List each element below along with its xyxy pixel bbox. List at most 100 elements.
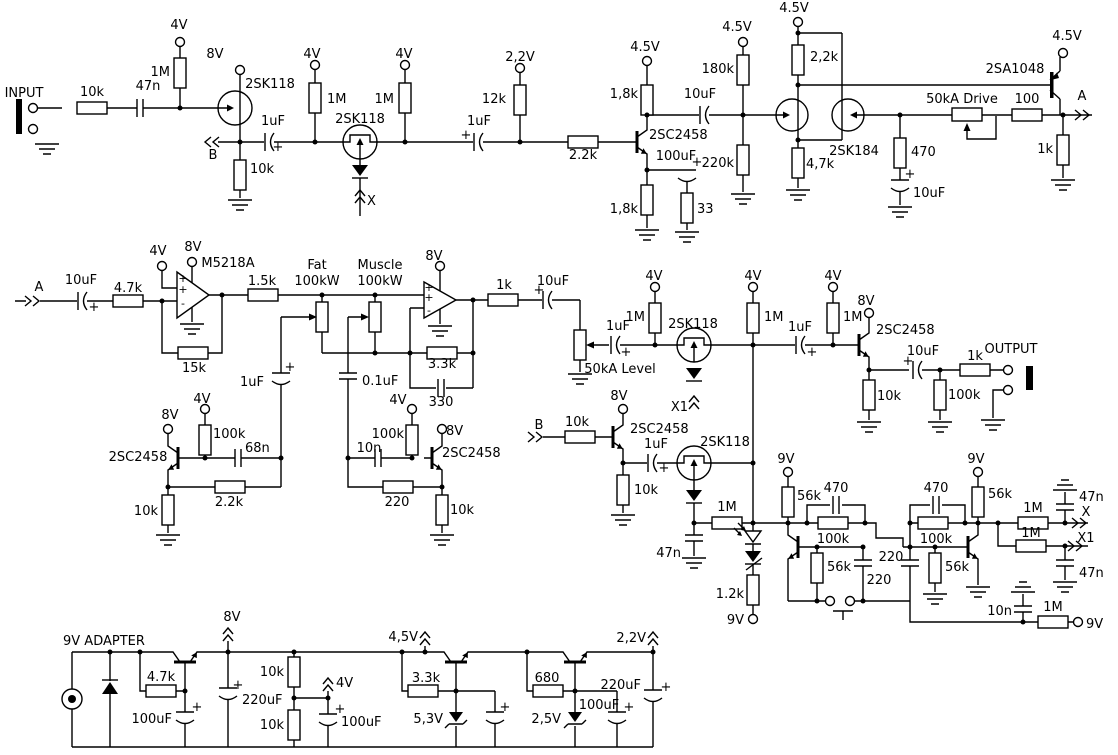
c1uf-label-4: 1uF bbox=[606, 319, 630, 334]
pot-muscle bbox=[361, 301, 382, 333]
plus-c1uf-b: + bbox=[659, 461, 670, 476]
plus-c1uf-level: + bbox=[621, 345, 632, 360]
jfet-2sk118-trem-b bbox=[676, 327, 712, 363]
cap-10uf-a bbox=[77, 291, 88, 311]
cap-470-1 bbox=[832, 495, 840, 515]
cap-47n-in bbox=[136, 98, 144, 118]
cap-470-2 bbox=[932, 495, 940, 515]
r1k-label-3: 1k bbox=[967, 349, 983, 364]
v8-label-6: 8V bbox=[857, 294, 874, 309]
diode-vactrol-lower bbox=[744, 550, 763, 571]
jfet-2sk184-right bbox=[831, 98, 865, 132]
resistor-56k-3 bbox=[928, 552, 942, 584]
c100uf-label-psu1: 100uF bbox=[131, 712, 172, 727]
npn-psu-4_5v bbox=[435, 651, 477, 671]
npn-2sc2458-fat bbox=[167, 437, 187, 479]
npn-2sc2458-top bbox=[628, 121, 648, 163]
c330-label: 330 bbox=[429, 395, 454, 410]
resistor-1m-bias2 bbox=[308, 82, 322, 114]
resistor-10k-out bbox=[862, 379, 876, 411]
r100k-label-2: 100k bbox=[372, 427, 405, 442]
resistor-1m-9v bbox=[1037, 615, 1069, 629]
r-in-label: 10k bbox=[80, 85, 105, 100]
r4_7k-label-1: 4.7k bbox=[114, 281, 143, 296]
resistor-12k bbox=[513, 84, 527, 116]
opamp2-in-minus: - bbox=[427, 304, 431, 317]
u1-label: M5218A bbox=[201, 256, 254, 271]
wires-b-branch bbox=[543, 413, 754, 615]
cap-1uf-trem bbox=[795, 335, 806, 355]
r56k-label-2: 56k bbox=[827, 560, 852, 575]
resistor-10k-fat bbox=[161, 494, 175, 526]
r100k-label-osc1: 100k bbox=[817, 532, 850, 547]
cap-1uf-2 bbox=[473, 132, 484, 152]
resistor-10k-div1 bbox=[287, 656, 301, 688]
r15k-label: 15k bbox=[182, 361, 207, 376]
v22-label-1: 2,2V bbox=[505, 50, 535, 65]
resistor-1m-trem3 bbox=[826, 302, 840, 334]
cap-10uf-1 bbox=[699, 105, 710, 125]
plus-c1uf-trem: + bbox=[807, 345, 818, 360]
resistor-1m-trem2 bbox=[746, 302, 760, 334]
net-x1-label-1: X1 bbox=[671, 400, 688, 415]
r100-label: 100 bbox=[1015, 92, 1040, 107]
net-b-label-2: B bbox=[535, 418, 544, 433]
c470-label-1: 470 bbox=[824, 481, 849, 496]
v4-label-6: 4V bbox=[389, 393, 406, 408]
diode-psu-protect bbox=[102, 679, 118, 694]
level-label: 50kA Level bbox=[584, 362, 655, 377]
v8-label-3: 8V bbox=[425, 249, 442, 264]
opamp1-vplus: + bbox=[178, 272, 187, 285]
plus-c10uf-a: + bbox=[89, 300, 100, 315]
resistor-input-10k bbox=[76, 101, 108, 115]
cap-100uf-1 bbox=[677, 169, 697, 183]
q7-label: 2SC2458 bbox=[109, 450, 168, 465]
diode-gate-a bbox=[351, 164, 369, 179]
r180k-label: 180k bbox=[702, 62, 735, 77]
resistor-2_2k-fat bbox=[214, 480, 246, 494]
resistor-10k-b bbox=[564, 430, 596, 444]
npn-2sc2458-out bbox=[850, 324, 870, 366]
r10k-label-fat: 10k bbox=[134, 504, 159, 519]
opamp2-in-plus: + bbox=[424, 291, 433, 304]
opamps bbox=[176, 270, 458, 320]
resistor-1k-out bbox=[959, 363, 991, 377]
input-label: INPUT bbox=[5, 86, 44, 101]
c10uf-label-2: 10uF bbox=[913, 186, 945, 201]
v4-label-7: 4V bbox=[645, 269, 662, 284]
q1-label: 2SK118 bbox=[245, 77, 295, 92]
plus-c1uf-1: + bbox=[273, 140, 284, 155]
c10uf-label-4: 10uF bbox=[537, 274, 569, 289]
resistor-680-psu bbox=[532, 684, 564, 698]
plus-c1uf-fat: + bbox=[285, 360, 296, 375]
polarity-marks: + + + + + + + + + + + + + + + + + + + - … bbox=[89, 128, 916, 717]
r2_2kc-label: 2,2k bbox=[810, 50, 839, 65]
q12-label: 2SK118 bbox=[700, 435, 750, 450]
r1m-label-3: 1M bbox=[375, 92, 395, 107]
v4_5-label-psu: 4,5V bbox=[388, 630, 418, 645]
resistor-180k bbox=[736, 54, 750, 86]
cap-10uf-out bbox=[912, 360, 923, 380]
r1_8k-label-2: 1,8k bbox=[610, 202, 639, 217]
resistor-100k-out bbox=[933, 379, 947, 411]
dc-jack bbox=[61, 688, 83, 710]
q10-label: 2SC2458 bbox=[876, 323, 935, 338]
zener-2_5v bbox=[563, 711, 587, 729]
resistor-1m-osc-in bbox=[711, 516, 743, 530]
cap-1uf-b bbox=[647, 453, 658, 473]
r12k-label: 12k bbox=[482, 92, 507, 107]
resistor-1m-x1 bbox=[1015, 539, 1047, 553]
r10k-label-b2: 10k bbox=[634, 483, 659, 498]
c10uf-label-3: 10uF bbox=[65, 273, 97, 288]
resistor-15k bbox=[177, 346, 209, 360]
cap-10n-psu bbox=[1013, 605, 1033, 613]
jfet-2sk184-left bbox=[775, 98, 809, 132]
zener-5_3v bbox=[444, 711, 468, 729]
plus-cap-psu-unl: + bbox=[500, 700, 511, 715]
resistor-100k-fat bbox=[198, 424, 212, 456]
q3-label: 2SC2458 bbox=[649, 128, 708, 143]
v8-label-2: 8V bbox=[184, 240, 201, 255]
resistor-56k-2 bbox=[810, 552, 824, 584]
net-a-arrow-2 bbox=[24, 295, 40, 307]
opamp1-in-plus: + bbox=[178, 283, 187, 296]
